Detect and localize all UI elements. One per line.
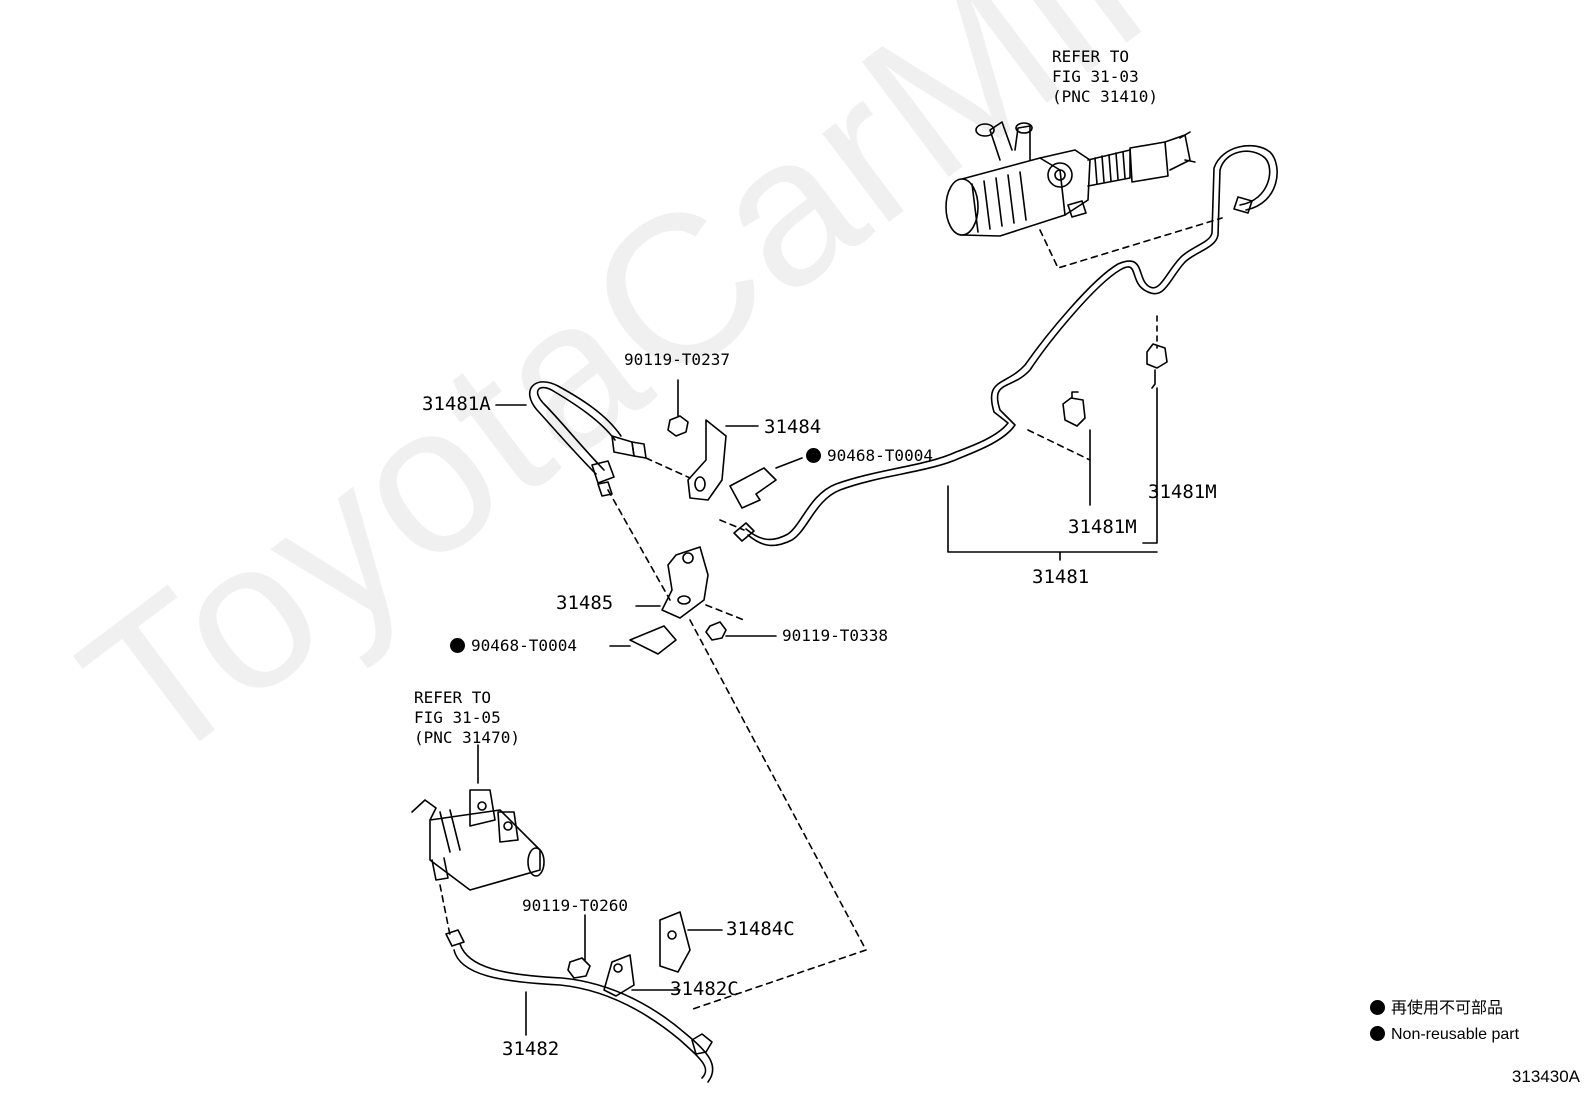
bracket-31484 xyxy=(687,419,759,501)
master-cylinder xyxy=(945,121,1196,237)
legend-line-english: Non-reusable part xyxy=(1370,1026,1519,1043)
leader-bracket-to-bolt xyxy=(705,604,745,621)
bracket-31482C xyxy=(603,954,681,997)
label-90119-T0260: 90119-T0260 xyxy=(522,896,628,915)
label-31484: 31484 xyxy=(764,416,822,438)
leader-cylinder-to-tube xyxy=(439,884,451,936)
clamp-31481M-center xyxy=(1027,391,1091,506)
bracket-31485 xyxy=(635,546,709,619)
label-31481M-center: 31481M xyxy=(1068,516,1137,538)
label-31481A: 31481A xyxy=(422,393,491,415)
hose-31481A xyxy=(495,381,647,497)
leader-bracket-to-31482C xyxy=(689,619,867,1011)
label-31484C: 31484C xyxy=(726,918,795,940)
legend-line-japanese: 再使用不可部品 xyxy=(1370,1000,1503,1017)
bolt-90119-T0260 xyxy=(567,914,591,979)
label-90468-T0004-top: 90468-T0004 xyxy=(806,448,933,464)
non-reusable-dot xyxy=(806,448,821,463)
bolt-90119-T0237 xyxy=(667,379,689,437)
clamp-31481M-right xyxy=(1142,315,1168,544)
bolt-90119-T0338 xyxy=(705,621,777,641)
release-cylinder xyxy=(411,744,545,891)
clip-90468-T0004-top xyxy=(719,457,803,531)
refer-to-release-cylinder: REFER TO FIG 31-05 (PNC 31470) xyxy=(414,688,520,747)
leader-hose-to-bracket xyxy=(607,489,671,601)
leader-master-to-tube xyxy=(1039,217,1223,269)
label-90468-T0004-bottom: 90468-T0004 xyxy=(450,638,577,654)
non-reusable-dot xyxy=(450,638,465,653)
label-31481: 31481 xyxy=(1032,566,1090,588)
label-31482: 31482 xyxy=(502,1038,560,1060)
refer-to-master-cylinder: REFER TO FIG 31-03 (PNC 31410) xyxy=(1052,47,1158,106)
label-90119-T0237: 90119-T0237 xyxy=(624,350,730,369)
tube-31482 xyxy=(445,929,714,1083)
label-31481M-right: 31481M xyxy=(1148,481,1217,503)
legend-dot xyxy=(1370,1026,1385,1041)
clutch-tube-31481 xyxy=(733,144,1278,547)
label-90119-T0338: 90119-T0338 xyxy=(782,626,888,645)
leader-hose-bracket xyxy=(645,457,691,479)
label-31482C: 31482C xyxy=(670,978,739,1000)
legend-dot xyxy=(1370,1000,1385,1015)
label-31481-bracket xyxy=(947,485,1158,561)
label-31485: 31485 xyxy=(556,592,614,614)
clip-90468-T0004-bottom xyxy=(609,625,677,655)
bracket-31484C xyxy=(659,911,723,973)
figure-number: 313430A xyxy=(1511,1067,1580,1086)
